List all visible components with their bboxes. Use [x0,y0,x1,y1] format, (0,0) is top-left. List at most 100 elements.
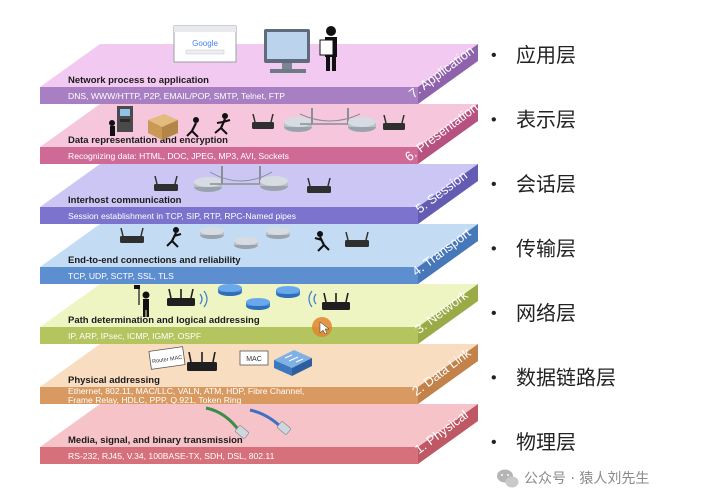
running-person-icon [214,113,231,135]
layer-title: Physical addressing [68,375,160,386]
wireless-router-icon [322,292,350,310]
router-icon [246,298,270,310]
layer-protocols: Recognizing data: HTML, DOC, JPEG, MP3, … [68,151,289,161]
cn-layer-name: 表示层 [516,108,576,132]
ethernet-cable-icon [205,406,250,439]
layer-top-surface [40,164,478,207]
router-mac-label: Router MAC [152,355,183,365]
layer-title: Network process to application [68,75,209,86]
cursor-pointer-icon [312,317,332,337]
layer-title: Data representation and encryption [68,135,228,146]
layer-front-band [40,87,418,104]
cn-layer-name: 物理层 [516,430,576,454]
session-illustration [154,166,331,193]
router-mac-tag: Router MAC [148,346,186,370]
layer-front-band [40,147,418,164]
layer-physical: Media, signal, and binary transmissionRS… [40,404,478,464]
wechat-icon [497,469,519,488]
layer-side-face [418,104,478,164]
layer-side-face [418,164,478,224]
layer-protocols: TCP, UDP, SCTP, SSL, TLS [68,271,174,281]
layer-protocols: Session establishment in TCP, SIP, RTP, … [68,211,296,221]
person-holding-paper-icon [319,26,337,71]
bullet: • [491,241,497,258]
layer-title: End-to-end connections and reliability [68,255,241,266]
router-icon [218,284,242,296]
browser-logo-text: Google [192,39,218,48]
layer-title: Interhost communication [68,195,182,206]
cn-layer-name: 网络层 [516,301,576,325]
layer-network: Path determination and logical addressin… [40,284,478,344]
cn-layer-name: 会话层 [516,172,576,196]
cn-layer-name: 数据链路层 [516,366,616,390]
layer-protocols: IP, ARP, IPsec, ICMP, IGMP, OSPF [68,331,201,341]
cn-layer-name: 应用层 [516,43,576,67]
layer-side-face [418,224,478,284]
suspension-bridge-icon [299,108,361,125]
wireless-router-icon [167,288,195,306]
layer-side-face [418,404,478,464]
layer-side-face [418,284,478,344]
layer-front-band [40,207,418,224]
wireless-router-icon [154,175,178,191]
layer-top-surface [40,224,478,267]
router-icon [260,176,288,191]
network-illustration [134,284,350,337]
router-icon [276,286,300,298]
data-link-illustration: Router MAC MAC [148,346,312,376]
wireless-router-icon [252,113,274,129]
layer-title: Media, signal, and binary transmission [68,435,243,446]
cn-layer-name: 传输层 [516,237,576,261]
layer-front-band [40,447,418,464]
wireless-router-icon [307,177,331,193]
router-icon [348,117,376,132]
layer-protocols: DNS, WWW/HTTP, P2P, EMAIL/POP, SMTP, Tel… [68,91,285,101]
mac-tag: MAC [239,350,269,366]
layer-protocols: Frame Relay, HDLC, PPP, Q.921, Token Rin… [68,395,242,405]
router-icon [234,237,258,249]
running-person-icon [166,227,182,248]
physical-illustration [205,406,292,439]
wireless-router-icon [345,231,369,247]
layer-front-band [40,267,418,284]
layer-protocols: Ethernet, 802.11, MAC/LLC, VALN, ATM, HD… [68,386,304,396]
mac-tag-label: MAC [246,356,262,363]
wireless-router-icon [120,227,144,243]
presentation-illustration [109,106,405,140]
wifi-signal-icon [199,290,208,308]
watermark-text: 公众号 · 猿人刘先生 [524,471,649,487]
layer-transport: End-to-end connections and reliabilityTC… [40,224,478,284]
chinese-layer-names: •应用层•表示层•会话层•传输层•网络层•数据链路层•物理层 [491,43,616,454]
running-person-icon [314,231,330,252]
ethernet-cable-icon [249,408,292,435]
bullet: • [491,176,497,193]
layer-protocols: RS-232, RJ45, V.34, 100BASE-TX, SDH, DSL… [68,451,275,461]
layer-top-surface [40,404,478,447]
bullet: • [491,370,497,387]
layer-side-face [418,44,478,104]
watermark: 公众号 · 猿人刘先生 [497,469,649,488]
computer-monitor-icon [264,29,310,73]
wifi-signal-icon [308,290,317,308]
bullet: • [491,112,497,129]
wireless-router-icon [187,351,217,371]
atm-machine-icon [109,106,133,136]
layer-front-band [40,387,418,404]
layer-side-face [418,344,478,404]
application-illustration: Google [173,25,337,73]
router-icon [200,227,224,239]
router-icon [266,227,290,239]
person-with-flag-icon [134,285,150,317]
layer-title: Path determination and logical addressin… [68,315,260,326]
browser-window-icon: Google [173,25,237,63]
package-box-icon [148,114,178,140]
network-switch-icon [274,350,312,376]
bullet: • [491,305,497,322]
layer-presentation: Data representation and encryptionRecogn… [40,100,481,164]
layer-top-surface [40,44,478,87]
wireless-router-icon [383,114,405,130]
